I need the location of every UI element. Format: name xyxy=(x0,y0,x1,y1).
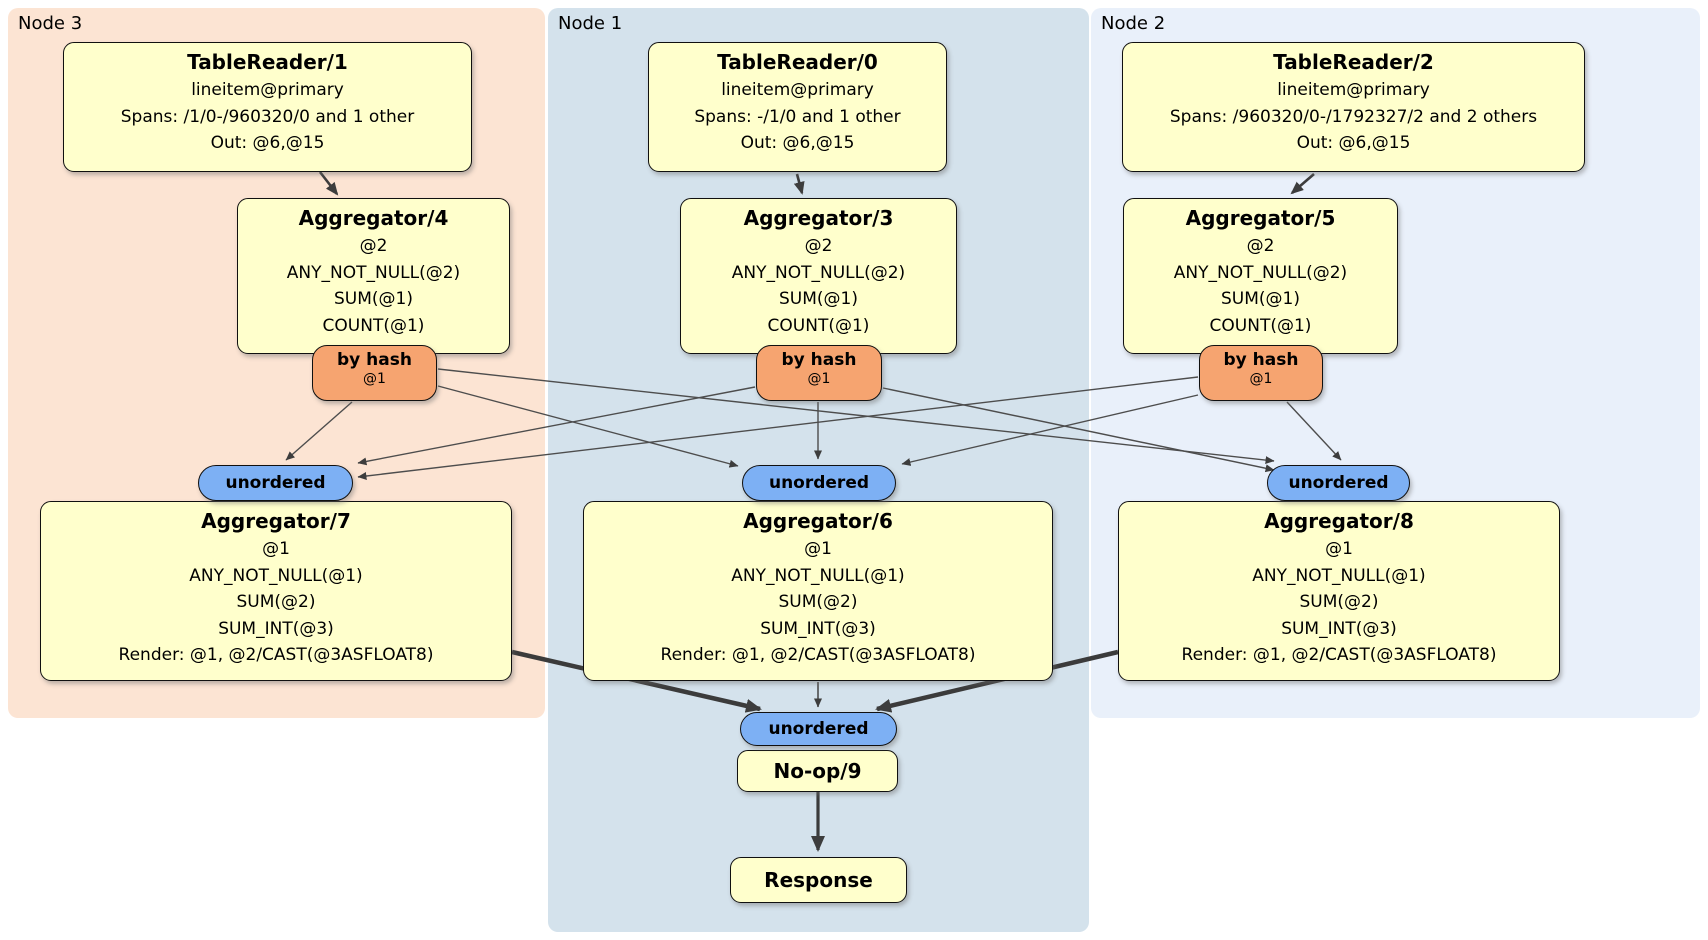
box-tablereader-2: TableReader/2 lineitem@primary Spans: /9… xyxy=(1122,42,1585,172)
box-aggregator-6: Aggregator/6 @1 ANY_NOT_NULL(@1) SUM(@2)… xyxy=(583,501,1053,681)
hash-router-node1: by hash @1 xyxy=(756,345,882,401)
aggregator-fn: SUM_INT(@3) xyxy=(1281,618,1397,639)
aggregator-fn: SUM(@1) xyxy=(334,289,413,309)
edge-router5-to-sync-node1 xyxy=(901,394,1199,466)
edge-router3-to-sync-node3 xyxy=(357,386,756,466)
aggregator-fn: COUNT(@1) xyxy=(322,315,425,336)
sync-label: unordered xyxy=(768,719,869,739)
aggregator-fn: SUM_INT(@3) xyxy=(760,618,876,639)
table-reader-out: Out: @6,@15 xyxy=(740,133,855,153)
aggregator-fn: ANY_NOT_NULL(@1) xyxy=(1252,565,1426,586)
aggregator-fn: ANY_NOT_NULL(@2) xyxy=(731,262,906,283)
router-label: by hash xyxy=(337,350,412,370)
render-expression: Render: @1, @2/CAST(@3ASFLOAT8) xyxy=(1181,645,1497,665)
aggregator-fn: ANY_NOT_NULL(@1) xyxy=(731,565,905,586)
edge-router3-to-sync-node2 xyxy=(882,387,1275,473)
aggregator-fn: SUM(@1) xyxy=(1221,289,1300,309)
aggregator-fn: SUM(@2) xyxy=(1299,592,1379,612)
sync-unordered-node2: unordered xyxy=(1267,465,1410,501)
hash-router-node3: by hash @1 xyxy=(312,345,437,401)
sync-label: unordered xyxy=(768,473,870,493)
aggregator-fn: SUM(@2) xyxy=(778,592,858,612)
aggregator-group-key: @1 xyxy=(804,539,832,559)
processor-title: Response xyxy=(764,867,873,892)
edge-tablereader0-to-aggregator3 xyxy=(793,173,805,195)
sync-unordered-node3: unordered xyxy=(198,465,353,501)
sync-unordered-final: unordered xyxy=(740,712,897,746)
panel-node-3-label: Node 3 xyxy=(18,13,83,34)
table-reader-spans: Spans: /1/0-/960320/0 and 1 other xyxy=(120,106,415,127)
table-reader-spans: Spans: /960320/0-/1792327/2 and 2 others xyxy=(1169,106,1538,127)
table-reader-out: Out: @6,@15 xyxy=(1296,133,1411,153)
table-reader-index: lineitem@primary xyxy=(1277,80,1430,100)
edge-tablereader2-to-aggregator5 xyxy=(1290,173,1315,195)
processor-title: Aggregator/3 xyxy=(743,206,894,230)
box-response: Response xyxy=(730,857,907,903)
panel-node-2-label: Node 2 xyxy=(1101,13,1166,34)
router-key: @1 xyxy=(363,371,386,387)
aggregator-fn: COUNT(@1) xyxy=(767,315,870,336)
box-aggregator-8: Aggregator/8 @1 ANY_NOT_NULL(@1) SUM(@2)… xyxy=(1118,501,1560,681)
edge-router5-to-sync-node3 xyxy=(357,376,1199,480)
table-reader-out: Out: @6,@15 xyxy=(210,133,325,153)
processor-title: No-op/9 xyxy=(773,758,862,783)
processor-title: Aggregator/6 xyxy=(743,509,893,533)
box-aggregator-7: Aggregator/7 @1 ANY_NOT_NULL(@1) SUM(@2)… xyxy=(40,501,512,681)
processor-title: TableReader/0 xyxy=(717,50,878,74)
aggregator-group-key: @1 xyxy=(262,539,290,559)
aggregator-fn: SUM(@1) xyxy=(779,289,858,309)
aggregator-group-key: @2 xyxy=(359,236,388,256)
panel-node-1-label: Node 1 xyxy=(558,13,623,34)
processor-title: Aggregator/4 xyxy=(298,206,449,230)
sync-label: unordered xyxy=(1288,473,1389,493)
edge-router4-to-sync-node3 xyxy=(285,401,353,461)
aggregator-fn: ANY_NOT_NULL(@1) xyxy=(189,565,363,586)
aggregator-group-key: @1 xyxy=(1325,539,1353,559)
edge-router4-to-sync-node2 xyxy=(437,368,1275,465)
box-noop-9: No-op/9 xyxy=(737,750,898,792)
render-expression: Render: @1, @2/CAST(@3ASFLOAT8) xyxy=(660,645,976,665)
processor-title: Aggregator/8 xyxy=(1264,509,1414,533)
box-tablereader-1: TableReader/1 lineitem@primary Spans: /1… xyxy=(63,42,472,172)
aggregator-fn: COUNT(@1) xyxy=(1209,315,1312,336)
router-label: by hash xyxy=(1223,350,1299,370)
box-tablereader-0: TableReader/0 lineitem@primary Spans: -/… xyxy=(648,42,947,172)
processor-title: TableReader/2 xyxy=(1273,50,1434,74)
aggregator-fn: SUM(@2) xyxy=(236,592,316,612)
edge-tablereader1-to-aggregator4 xyxy=(318,171,339,196)
aggregator-fn: ANY_NOT_NULL(@2) xyxy=(286,262,461,283)
aggregator-group-key: @2 xyxy=(1246,236,1275,256)
edge-router4-to-sync-node1 xyxy=(437,385,739,468)
table-reader-index: lineitem@primary xyxy=(191,80,344,100)
box-aggregator-4: Aggregator/4 @2 ANY_NOT_NULL(@2) SUM(@1)… xyxy=(237,198,510,354)
box-aggregator-5: Aggregator/5 @2 ANY_NOT_NULL(@2) SUM(@1)… xyxy=(1123,198,1398,354)
table-reader-index: lineitem@primary xyxy=(721,80,874,100)
router-label: by hash xyxy=(781,350,857,370)
box-aggregator-3: Aggregator/3 @2 ANY_NOT_NULL(@2) SUM(@1)… xyxy=(680,198,957,354)
processor-title: Aggregator/7 xyxy=(201,509,351,533)
aggregator-fn: SUM_INT(@3) xyxy=(218,618,334,639)
aggregator-group-key: @2 xyxy=(804,236,833,256)
sync-unordered-node1: unordered xyxy=(742,465,896,501)
router-key: @1 xyxy=(807,371,831,387)
edge-router5-to-sync-node2 xyxy=(1286,401,1342,461)
table-reader-spans: Spans: -/1/0 and 1 other xyxy=(694,106,901,127)
processor-title: Aggregator/5 xyxy=(1185,206,1336,230)
processor-title: TableReader/1 xyxy=(187,50,348,74)
render-expression: Render: @1, @2/CAST(@3ASFLOAT8) xyxy=(118,645,434,665)
router-key: @1 xyxy=(1249,371,1273,387)
hash-router-node2: by hash @1 xyxy=(1199,345,1323,401)
aggregator-fn: ANY_NOT_NULL(@2) xyxy=(1173,262,1348,283)
sync-label: unordered xyxy=(225,473,326,493)
